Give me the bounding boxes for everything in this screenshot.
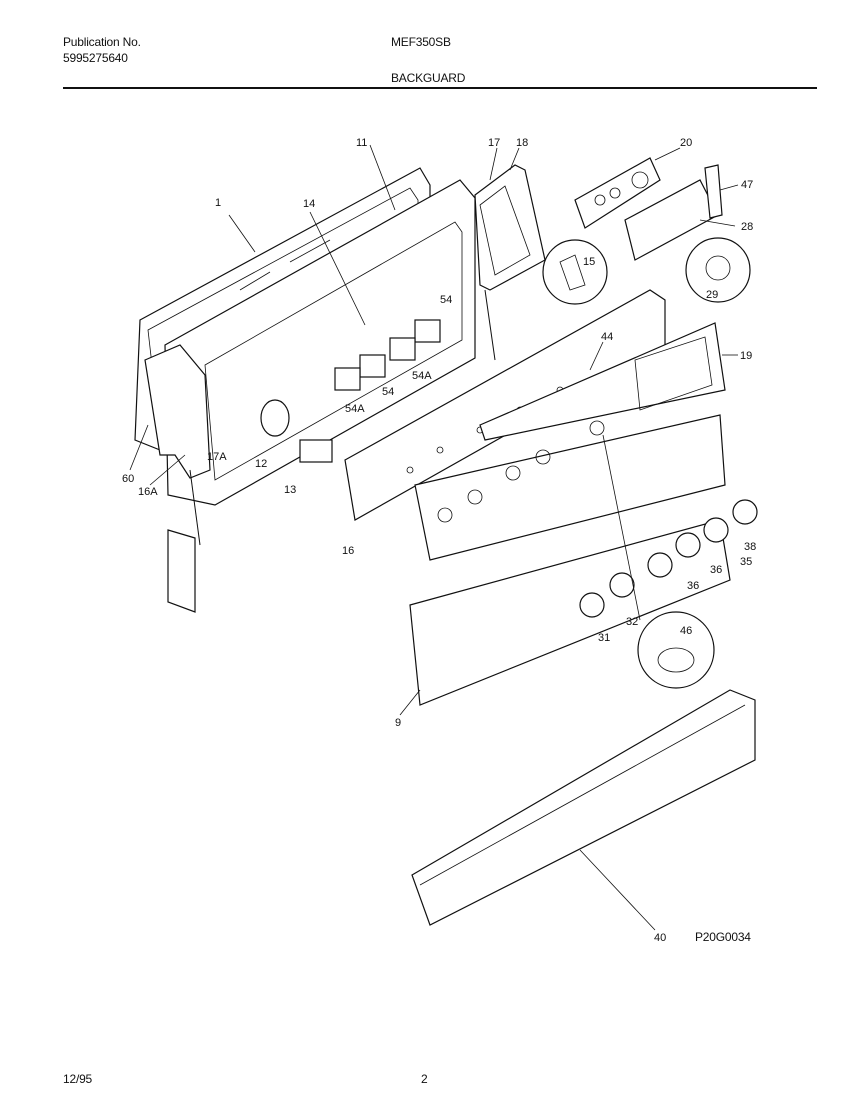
leader-lines (129, 144, 739, 931)
trim-strip-part (411, 689, 756, 926)
clock-part (574, 157, 661, 229)
callout-label: 31 (598, 632, 610, 644)
publication-number: 5995275640 (63, 51, 128, 65)
callout-label: 16 (342, 545, 354, 557)
clip-detail (542, 239, 608, 305)
inner-panel-part (164, 179, 476, 506)
callout-label: 40 (654, 932, 666, 944)
section-title: BACKGUARD (391, 71, 466, 85)
clock-overlay-part (624, 164, 723, 261)
callout-label: 46 (680, 625, 692, 637)
model-number: MEF350SB (391, 35, 451, 49)
callout-label: 54 (382, 386, 394, 398)
callout-label: 17A (207, 451, 227, 463)
callout-label: 32 (626, 616, 638, 628)
callout-label: 14 (303, 198, 315, 210)
callout-label: 1 (215, 197, 221, 209)
switches-part (334, 319, 441, 391)
callout-label: 60 (122, 473, 134, 485)
clock-knob-detail (685, 237, 751, 303)
callout-label: 29 (706, 289, 718, 301)
callout-label: 54 (440, 294, 452, 306)
callout-label: 12 (255, 458, 267, 470)
left-end-cap-part (144, 344, 211, 613)
callout-label: 19 (740, 350, 752, 362)
right-end-cap-part (474, 164, 546, 361)
element-and-receptacle-parts (260, 399, 333, 463)
callout-label: 38 (744, 541, 756, 553)
callout-label: 16A (138, 486, 158, 498)
callout-label: 18 (516, 137, 528, 149)
drawing-code: P20G0034 (695, 930, 751, 944)
footer-date: 12/95 (63, 1072, 93, 1086)
callout-label: 47 (741, 179, 753, 191)
callout-label: 36 (687, 580, 699, 592)
callout-label: 54A (412, 370, 432, 382)
window-trim-part (479, 322, 726, 441)
header-rule (63, 87, 817, 89)
callout-label: 13 (284, 484, 296, 496)
page-number: 2 (421, 1072, 428, 1086)
callout-label: 54A (345, 403, 365, 415)
callout-label: 36 (710, 564, 722, 576)
callout-label: 35 (740, 556, 752, 568)
callout-label: 44 (601, 331, 613, 343)
callout-labels: 11 17 18 20 1 14 47 28 15 29 54 19 44 54… (122, 137, 756, 944)
control-knobs-part (579, 499, 758, 618)
callout-label: 20 (680, 137, 692, 149)
knob-detail (637, 611, 715, 689)
callout-label: 11 (356, 137, 367, 149)
callout-label: 17 (488, 137, 500, 149)
callout-label: 9 (395, 717, 401, 729)
callout-label: 15 (583, 256, 595, 268)
publication-label: Publication No. (63, 35, 141, 49)
callout-label: 28 (741, 221, 753, 233)
